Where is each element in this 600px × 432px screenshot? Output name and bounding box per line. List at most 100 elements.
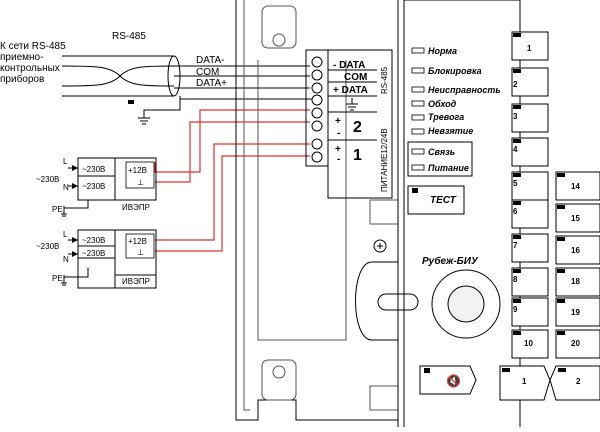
zone-key[interactable]: [511, 137, 549, 167]
terminal-screw-icon: [311, 151, 323, 163]
key-column-2: 14 15 16 18 19 20: [555, 171, 600, 359]
psu-2-plus: +12В: [128, 237, 147, 246]
test-button-label: ТЕСТ: [430, 195, 457, 206]
tamper-button[interactable]: [447, 285, 485, 323]
zone-key[interactable]: [555, 235, 600, 265]
zone-key[interactable]: [555, 267, 600, 297]
bottom-key[interactable]: [499, 365, 551, 401]
terminal-block: - DATA COM + DATA + - 2 + - 1 RS-485 ПИТ…: [305, 49, 393, 199]
screw-top-icon: [272, 33, 286, 47]
screw-bottom-icon: [272, 365, 286, 379]
zone-led-icon: [513, 299, 521, 303]
indicator-label: Норма: [428, 46, 457, 56]
psu-2-output: [125, 233, 155, 259]
front-panel: Норма Блокировка Неисправность Обход Тре…: [397, 0, 521, 427]
zone-key[interactable]: [511, 31, 549, 61]
psu-1-name: ИВЭПР: [122, 203, 150, 212]
zone-key[interactable]: [511, 67, 549, 97]
zone-led-icon: [557, 331, 565, 335]
psu-1-l: L: [63, 157, 68, 166]
psu-2-in1: ~230В: [82, 236, 105, 245]
psu-1-n: N: [63, 183, 69, 192]
zone-key-label: 1: [527, 44, 532, 53]
mute-button[interactable]: [419, 365, 477, 395]
led-icon: [411, 67, 425, 74]
latch-bottom: [369, 385, 399, 411]
cable-sheath: [62, 55, 174, 97]
zone-led-icon: [513, 69, 521, 73]
status-label: Питание: [428, 163, 469, 173]
psu-2-l: L: [63, 230, 68, 239]
terminal-data-minus: - DATA: [333, 60, 365, 71]
terminal-screw-icon: [311, 69, 323, 81]
zone-keys: 1 2 3 4 5 6 7 8 9: [499, 31, 600, 401]
zone-key[interactable]: [555, 329, 600, 359]
zone-led-icon: [502, 368, 510, 372]
indicator-label: Тревога: [428, 112, 464, 122]
screw-mid-icon: [373, 239, 387, 253]
terminal-screw-icon: [311, 56, 323, 68]
power-wiring: [154, 109, 310, 252]
psu-2-pe-ground-icon: [61, 268, 89, 286]
device-housing: [235, 0, 501, 421]
zone-key-label: 15: [571, 214, 580, 223]
zone-key[interactable]: [555, 171, 600, 201]
terminal-com: COM: [344, 72, 367, 83]
twisted-wire-a: [61, 65, 175, 87]
psu-2-name: ИВЭПР: [122, 277, 150, 286]
zone-led-icon: [557, 173, 565, 177]
zone-key[interactable]: [511, 233, 549, 263]
zone-key-label: 8: [513, 275, 518, 284]
indicator-label: Неисправность: [428, 85, 501, 95]
power-wire-1-minus: [155, 121, 310, 183]
indicator-label: Обход: [428, 99, 457, 109]
signal-data-plus: DATA+: [196, 78, 227, 89]
tamper-housing: [355, 261, 398, 341]
source-label-line3: контрольных: [0, 63, 60, 74]
psu-2-box: [77, 229, 157, 289]
zone-key[interactable]: [511, 267, 549, 297]
zone-led-icon: [557, 299, 565, 303]
zone-key-label: 19: [571, 308, 580, 317]
test-led-icon: [412, 188, 418, 193]
zone-key[interactable]: [555, 297, 600, 327]
psu-2-ground-symbol: ⊥: [137, 248, 144, 257]
psu-1-voltage: ~230В: [36, 175, 59, 184]
ground-icon: [138, 117, 150, 125]
tamper-ring: [431, 269, 501, 339]
terminal-label-panel: [327, 49, 393, 199]
led-icon: [411, 100, 425, 107]
psu-2-arrow-icon: [72, 237, 78, 257]
housing-top-slot: [261, 5, 297, 49]
signal-data-minus: DATA-: [196, 55, 225, 66]
terminal-p2-minus: -: [337, 128, 340, 139]
signal-com: COM: [196, 67, 219, 78]
shield-wire: [143, 96, 181, 118]
psu-1-in1: ~230В: [82, 165, 105, 174]
zone-key[interactable]: [511, 297, 549, 327]
status-frame: [407, 141, 473, 177]
bottom-key[interactable]: [549, 365, 600, 401]
led-icon: [411, 164, 425, 171]
indicator-list: Норма Блокировка Неисправность Обход Тре…: [411, 46, 501, 136]
psu-2-voltage: ~230В: [36, 242, 59, 251]
power-wire-2-plus: [155, 143, 310, 241]
zone-key-label: 14: [571, 182, 580, 191]
housing-inner-edge: [243, 0, 250, 411]
twisted-wire-b: [61, 65, 175, 87]
led-icon: [411, 128, 425, 135]
terminal-p1-num: 1: [353, 147, 362, 164]
zone-key[interactable]: [511, 329, 549, 359]
led-icon: [411, 114, 425, 121]
terminal-screw-icon: [311, 82, 323, 94]
psu-1-in2: ~230В: [82, 182, 105, 191]
zone-key[interactable]: [511, 199, 549, 229]
psu-1-pe: PE: [52, 205, 63, 214]
zone-key[interactable]: [555, 203, 600, 233]
terminal-ground-icon: [346, 98, 358, 111]
zone-key[interactable]: [511, 103, 549, 133]
led-icon: [411, 86, 425, 93]
source-label-line2: приемно-: [0, 52, 43, 63]
terminal-screw-icon: [311, 107, 323, 119]
